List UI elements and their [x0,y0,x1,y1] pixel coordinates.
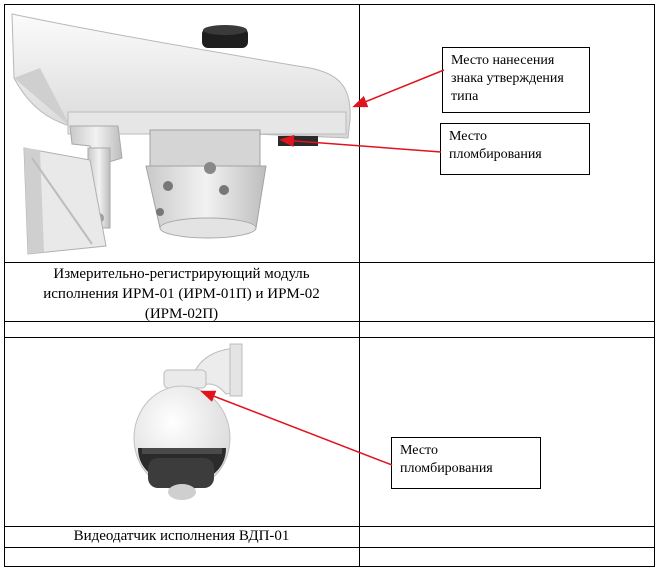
table-rule [4,526,655,527]
table-border-left [4,4,5,567]
table-rule [4,547,655,548]
vdp-camera-photo [133,343,243,500]
caption-line: Измерительно-регистрирующий модуль [53,266,310,282]
callout-seal-location: Место пломбирования [440,123,590,175]
callout-type-approval-mark: Место нанесения знака утверждения типа [442,47,590,113]
callout-line: пломбирования [449,147,542,162]
irm-module-photo [11,13,351,255]
arrow-to-seal-location [200,390,393,466]
table-border-top [4,4,655,5]
table-rule [4,321,655,322]
callout-line: Место [449,129,487,144]
callout-line: Место нанесения [451,53,555,68]
table-rule [4,337,655,338]
callout-line: пломбирования [400,461,493,476]
table-border-bottom [4,566,655,567]
vdp-camera-caption: Видеодатчик исполнения ВДП-01 [4,526,359,546]
caption-line: (ИРМ-02П) [144,306,219,322]
callout-seal-location: Место пломбирования [391,437,541,489]
callout-line: знака утверждения [451,71,564,86]
caption-line: Видеодатчик исполнения ВДП-01 [73,528,290,544]
table-column-divider [359,4,360,567]
caption-line: исполнения ИРМ-01 (ИРМ-01П) и ИРМ-02 [43,286,320,302]
arrow-to-seal-location [279,134,442,153]
arrow-to-approval-mark [352,69,445,108]
irm-module-caption: Измерительно-регистрирующий модуль испол… [4,264,359,324]
table-border-right [654,4,655,567]
table-rule [4,262,655,263]
callout-line: типа [451,89,479,104]
document-table [4,4,655,567]
callout-line: Место [400,443,438,458]
